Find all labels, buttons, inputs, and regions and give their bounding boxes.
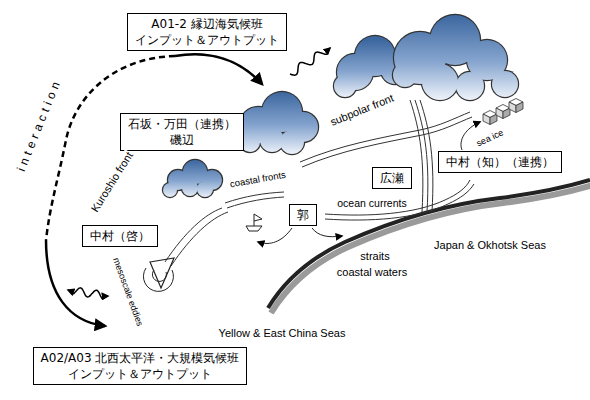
cloud: [162, 159, 223, 198]
map-label: coastal fronts: [228, 170, 288, 191]
ice-cube: [483, 111, 497, 125]
map-stroke: [182, 180, 198, 196]
wavy-arrows: [68, 48, 330, 299]
box-text: 石坂・万田（連携）: [128, 116, 236, 132]
group-box: 中村（知）（連携）: [438, 151, 562, 173]
box-text: A01-2 縁辺海気候班: [135, 16, 279, 32]
map-label: coastal waters: [336, 266, 408, 279]
wavy-arrow: [290, 48, 330, 75]
map-label: Yellow & East China Seas: [218, 327, 347, 340]
map-label: mesoscale eddies: [110, 255, 145, 328]
group-box: A02/A03 北西太平洋・大規模気候班インプット＆アウトプット: [33, 347, 248, 385]
map-stroke: [496, 108, 503, 119]
cloud: [239, 91, 319, 155]
input-arrow: [175, 54, 262, 84]
map-stroke: [492, 71, 518, 97]
front-line: [171, 212, 228, 266]
box-text: 郭: [297, 207, 309, 223]
map-stroke: [490, 114, 497, 125]
map-label: straits: [359, 250, 390, 263]
current-line: [410, 100, 423, 212]
coastline-shadow: [271, 185, 590, 313]
eddy-symbol: [152, 270, 166, 281]
map-stroke: [197, 181, 213, 197]
front-line: [165, 208, 222, 262]
sea-ice-symbol: [483, 99, 523, 125]
flow-arrow: [312, 228, 342, 237]
group-box: 石坂・万田（連携）磯辺: [120, 113, 244, 151]
map-label: Kuroshio front: [88, 149, 136, 215]
current-line: [415, 100, 428, 212]
input-arrow: [46, 240, 105, 326]
map-stroke: [422, 64, 458, 100]
map-stroke: [334, 75, 356, 97]
box-text: 広瀬: [380, 170, 404, 186]
map-label: ocean currents: [336, 197, 407, 209]
current-line: [325, 184, 474, 220]
box-text: A02/A03 北西太平洋・大規模気候班: [41, 350, 240, 366]
map-stroke: [163, 183, 177, 197]
ice-cube: [496, 105, 510, 119]
ice-cube: [509, 99, 523, 113]
map-stroke: [509, 102, 516, 113]
box-text: 中村（啓）: [90, 228, 150, 244]
map-label: subpolar front: [328, 91, 397, 129]
box-text: インプット＆アウトプット: [135, 32, 279, 48]
group-box: A01-2 縁辺海気候班インプット＆アウトプット: [127, 13, 287, 51]
map-label: interaction: [15, 75, 66, 174]
map-stroke: [456, 72, 484, 100]
eddy-symbol: [143, 268, 173, 291]
cloud: [392, 14, 519, 101]
wavy-arrow: [68, 288, 108, 299]
map-stroke: [503, 108, 510, 119]
coastline: [268, 180, 590, 308]
box-text: 磯辺: [128, 132, 236, 148]
group-box: 中村（啓）: [82, 225, 158, 247]
map-stroke: [516, 102, 523, 113]
group-box: 郭: [289, 204, 317, 226]
current-line: [420, 100, 433, 212]
map-stroke: [393, 63, 417, 87]
box-text: 中村（知）（連携）: [446, 154, 554, 170]
flow-arrow: [258, 228, 292, 243]
map-label: sea ice: [474, 127, 506, 149]
map-stroke: [483, 114, 490, 125]
eddy-symbol: [150, 258, 174, 288]
group-box: 広瀬: [372, 167, 412, 189]
ship-symbol: [246, 214, 262, 231]
map-label: Japan & Okhotsk Seas: [433, 239, 547, 252]
map-stroke: [280, 130, 304, 154]
front-line: [227, 197, 284, 208]
box-text: インプット＆アウトプット: [41, 366, 240, 382]
